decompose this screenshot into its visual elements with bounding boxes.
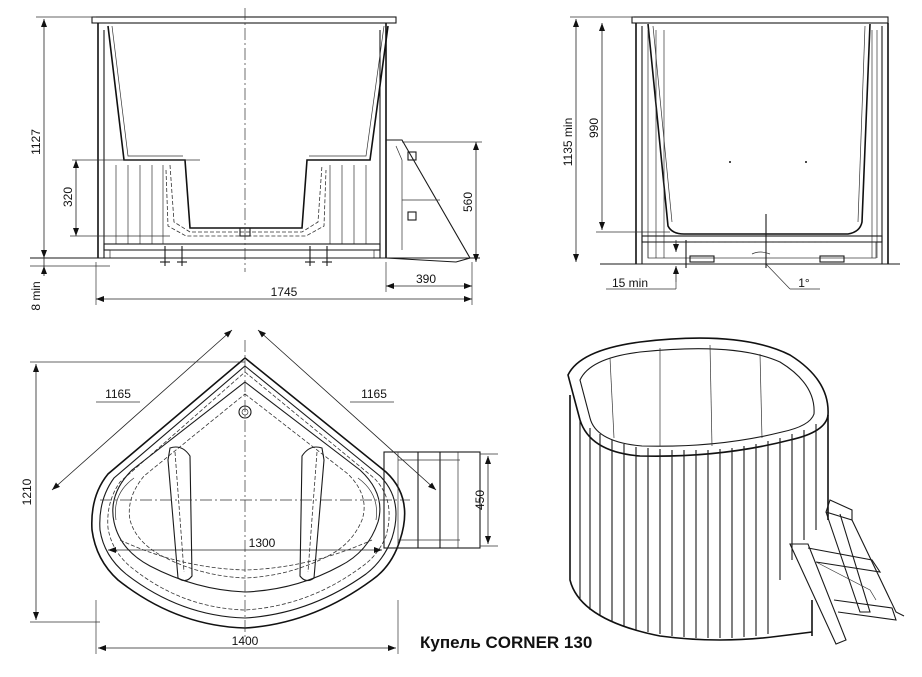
iso-view [567, 337, 905, 645]
dim-base-gap: 8 min [29, 281, 43, 310]
dim-front-height: 1127 [29, 129, 43, 155]
dim-ladder-depth: 450 [473, 490, 487, 510]
dim-ladder-height: 560 [461, 192, 475, 212]
dim-inner-depth: 990 [587, 118, 601, 138]
plan-view-dimensions [30, 329, 498, 654]
dim-diag-left: 1165 [105, 387, 131, 401]
side-view-dimensions [570, 16, 820, 290]
dim-slope: 1° [798, 276, 810, 290]
side-view [600, 16, 900, 268]
dim-diag-right: 1165 [361, 387, 387, 401]
dim-plan-height: 1210 [20, 478, 34, 505]
drawing-title: Купель CORNER 130 [420, 633, 592, 652]
dim-foot-clearance: 15 min [612, 276, 648, 290]
dim-side-height: 1135 min [561, 118, 575, 166]
dim-ladder-width: 390 [416, 272, 436, 286]
dim-step-height: 320 [61, 187, 75, 207]
front-view [30, 8, 480, 272]
dim-plan-width: 1400 [232, 634, 259, 648]
dim-plan-inner-width: 1300 [249, 536, 276, 550]
plan-view [91, 340, 481, 640]
dim-total-width: 1745 [271, 285, 298, 299]
front-view-dimensions [36, 16, 482, 305]
